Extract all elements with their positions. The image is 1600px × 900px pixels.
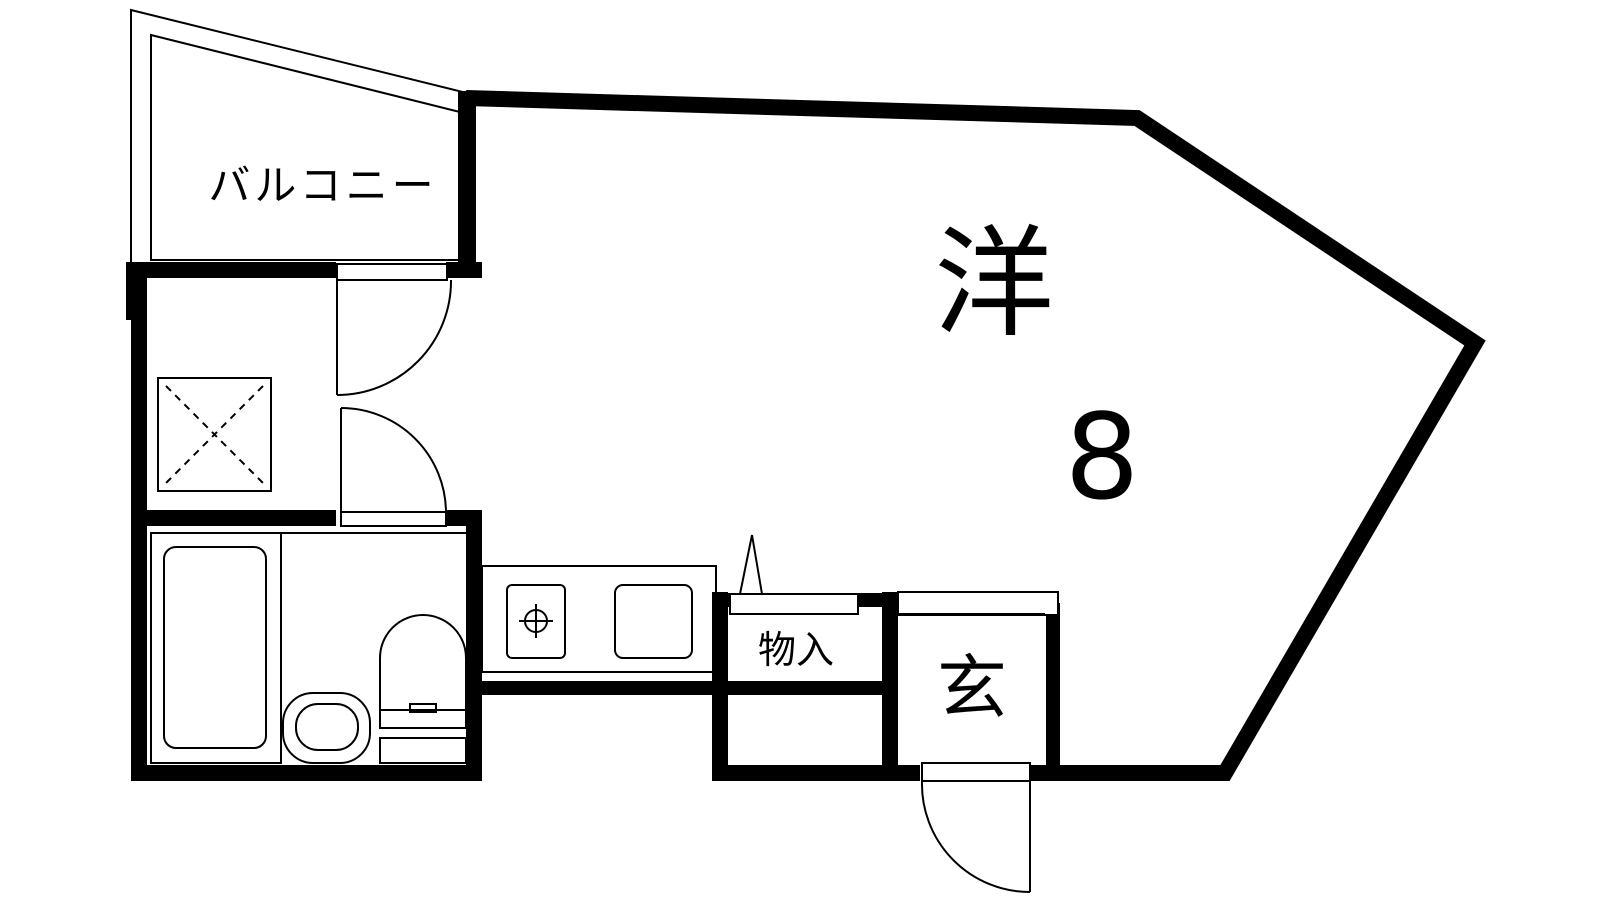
outer-walls <box>126 90 1486 781</box>
balcony <box>130 8 476 271</box>
kitchen-sink <box>614 584 693 659</box>
storage-label: 物入 <box>758 628 834 672</box>
entrance-label: 玄 <box>937 647 1007 729</box>
stove-icon <box>506 584 566 659</box>
bathroom <box>150 532 467 764</box>
washroom <box>157 263 453 527</box>
western-room-label: 洋 <box>934 215 1054 354</box>
storage <box>729 534 859 615</box>
kitchen <box>481 565 717 673</box>
western-room-size: 8 <box>1064 388 1139 526</box>
balcony-label: バルコニー <box>208 161 437 210</box>
entrance <box>897 591 1059 893</box>
